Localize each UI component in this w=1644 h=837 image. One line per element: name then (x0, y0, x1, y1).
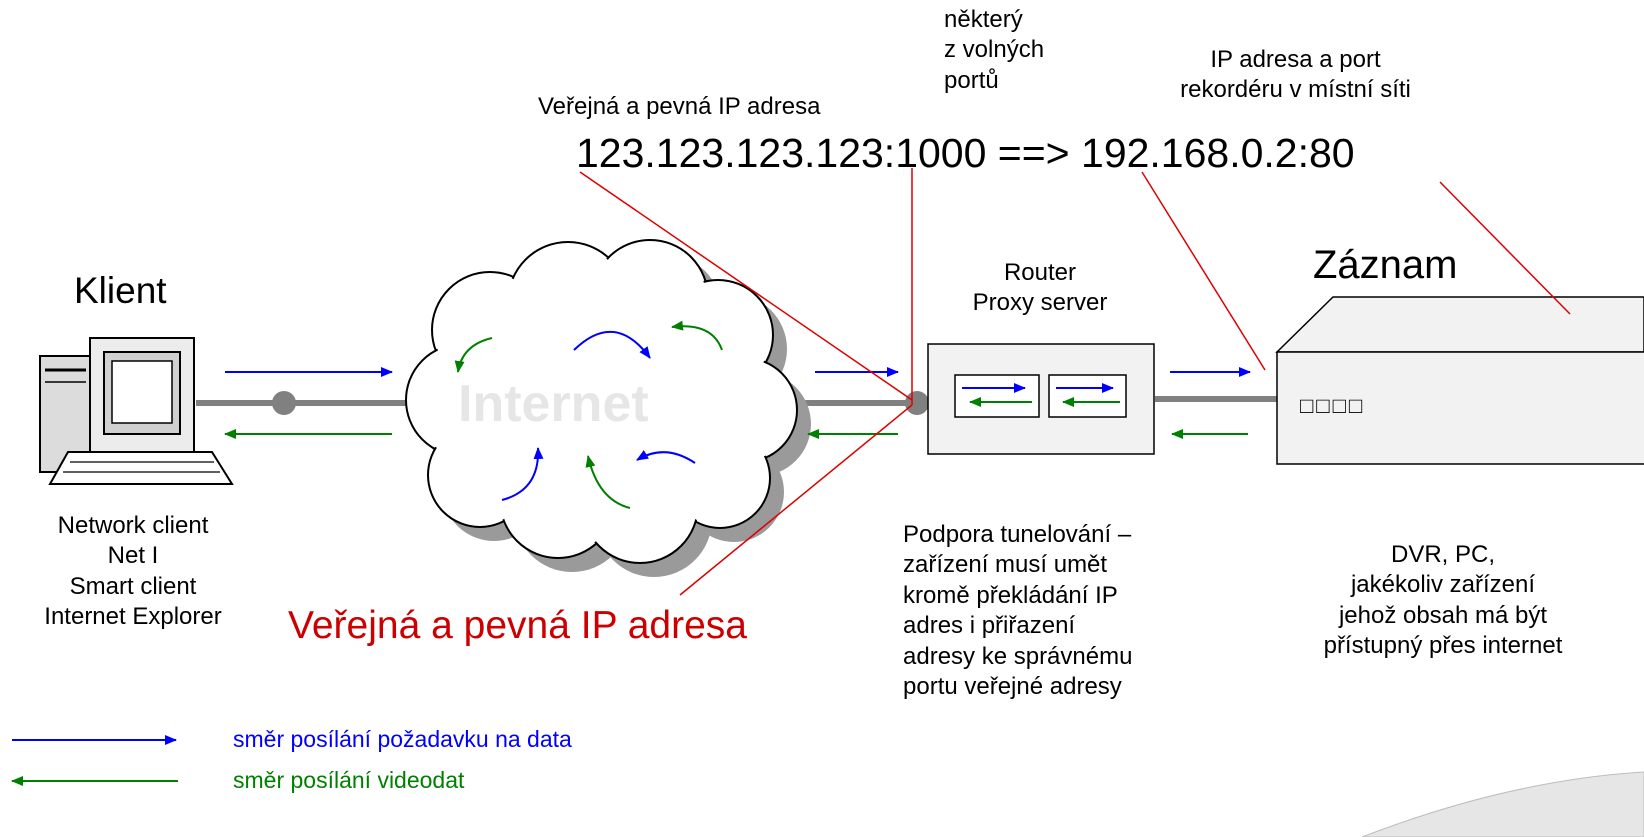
router-note: Podpora tunelování – zařízení musí umět … (903, 521, 1133, 701)
public-ip-label-bottom: Veřejná a pevná IP adresa (288, 604, 747, 647)
cloud-request-arrow-3 (636, 450, 696, 464)
address-mapping: 123.123.123.123:1000 ==> 192.168.0.2:80 (576, 130, 1355, 176)
cloud-video-arrow-2 (671, 320, 723, 351)
cloud-video-arrow-1 (454, 337, 493, 373)
port-note: některý z volných portů (944, 6, 1045, 94)
public-ip-label-top: Veřejná a pevná IP adresa (538, 93, 821, 120)
pointer-line-public-ip-bottom (679, 404, 913, 596)
pointer-line-local-ip (1141, 171, 1266, 371)
router-title: Router Proxy server (972, 259, 1108, 317)
legend-video-label: směr posílání videodat (233, 767, 465, 793)
recorder-indicators: □□□□ (1300, 393, 1366, 418)
client-apps: Network client Net I Smart client Intern… (44, 512, 222, 631)
local-address-note: IP adresa a port rekordéru v místní síti (1180, 46, 1411, 104)
cloud-video-arrow-3 (585, 455, 631, 509)
cloud-request-arrow-1 (573, 330, 651, 359)
client-computer-icon (39, 337, 234, 485)
recorder-note: DVR, PC, jakékoliv zařízení jehož obsah … (1323, 541, 1563, 660)
legend-request-label: směr posílání požadavku na data (233, 726, 572, 752)
recorder-title: Záznam (1313, 243, 1458, 287)
cloud-request-arrow-2 (501, 447, 544, 501)
internet-label: Internet (458, 375, 649, 433)
cable-joint-client (272, 391, 296, 415)
recorder-dvr-icon (1275, 296, 1644, 465)
pointer-line-local-port (1439, 181, 1571, 315)
corner-decoration (1361, 771, 1644, 837)
pointer-line-public-ip-top (579, 171, 913, 401)
router-proxy-icon (927, 343, 1155, 455)
cable-joint-router (905, 391, 929, 415)
internet-cloud (405, 239, 811, 577)
client-title: Klient (74, 270, 167, 311)
